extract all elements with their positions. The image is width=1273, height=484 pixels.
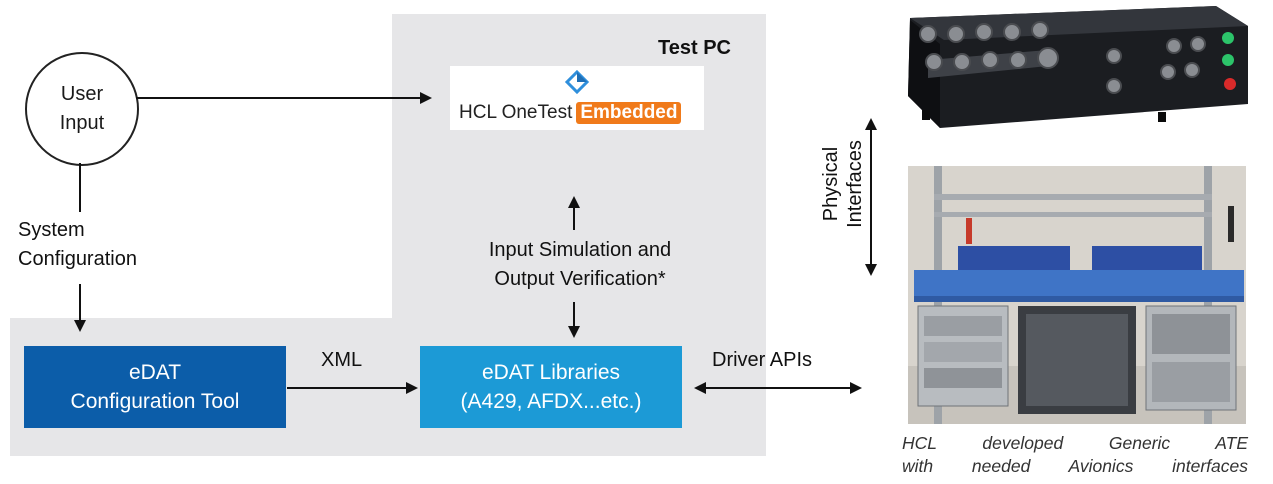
ate-caption-line1: HCL developed Generic ATE: [902, 433, 1248, 453]
arrow-to-logo: [420, 92, 432, 104]
arrow-driver-left: [694, 382, 706, 394]
logo-diamond-icon: [564, 70, 590, 95]
input-simulation-line2: Output Verification*: [494, 268, 666, 290]
system-configuration-line2: Configuration: [18, 248, 137, 270]
user-input-line1: User: [60, 83, 104, 105]
input-simulation-line1: Input Simulation and: [488, 239, 672, 261]
edat-configuration-tool-box: eDAT Configuration Tool: [24, 346, 286, 428]
test-pc-label: Test PC: [658, 37, 731, 59]
system-configuration-label: System Configuration: [18, 216, 137, 274]
libraries-line1: eDAT Libraries: [481, 361, 621, 384]
logo-brand: HCL OneTest: [459, 102, 573, 123]
arrow-down-sim: [568, 326, 580, 338]
arrow-driver-right: [850, 382, 862, 394]
arrow-physical-up: [865, 118, 877, 130]
user-input-line2: Input: [59, 112, 105, 134]
config-tool-line2: Configuration Tool: [70, 390, 240, 413]
arrow-physical-down: [865, 264, 877, 276]
arrow-to-config-tool: [74, 320, 86, 332]
config-tool-line1: eDAT: [128, 361, 182, 384]
libraries-line2: (A429, AFDX...etc.): [460, 390, 642, 413]
ate-bench-photo: [908, 166, 1246, 424]
avionics-unit-photo: [898, 0, 1254, 138]
user-input-node: User Input: [25, 52, 139, 166]
driver-apis-label: Driver APIs: [712, 349, 813, 371]
edat-libraries-box: eDAT Libraries (A429, AFDX...etc.): [420, 346, 682, 428]
xml-label: XML: [321, 349, 363, 371]
ate-caption: HCL developed Generic ATE with needed Av…: [902, 432, 1248, 478]
logo-badge: Embedded: [576, 102, 682, 124]
arrow-up-sim: [568, 196, 580, 208]
ate-caption-line2: with needed Avionics interfaces: [902, 456, 1248, 476]
arrow-xml: [406, 382, 418, 394]
input-simulation-label: Input Simulation and Output Verification…: [430, 236, 730, 294]
system-configuration-line1: System: [18, 219, 85, 241]
